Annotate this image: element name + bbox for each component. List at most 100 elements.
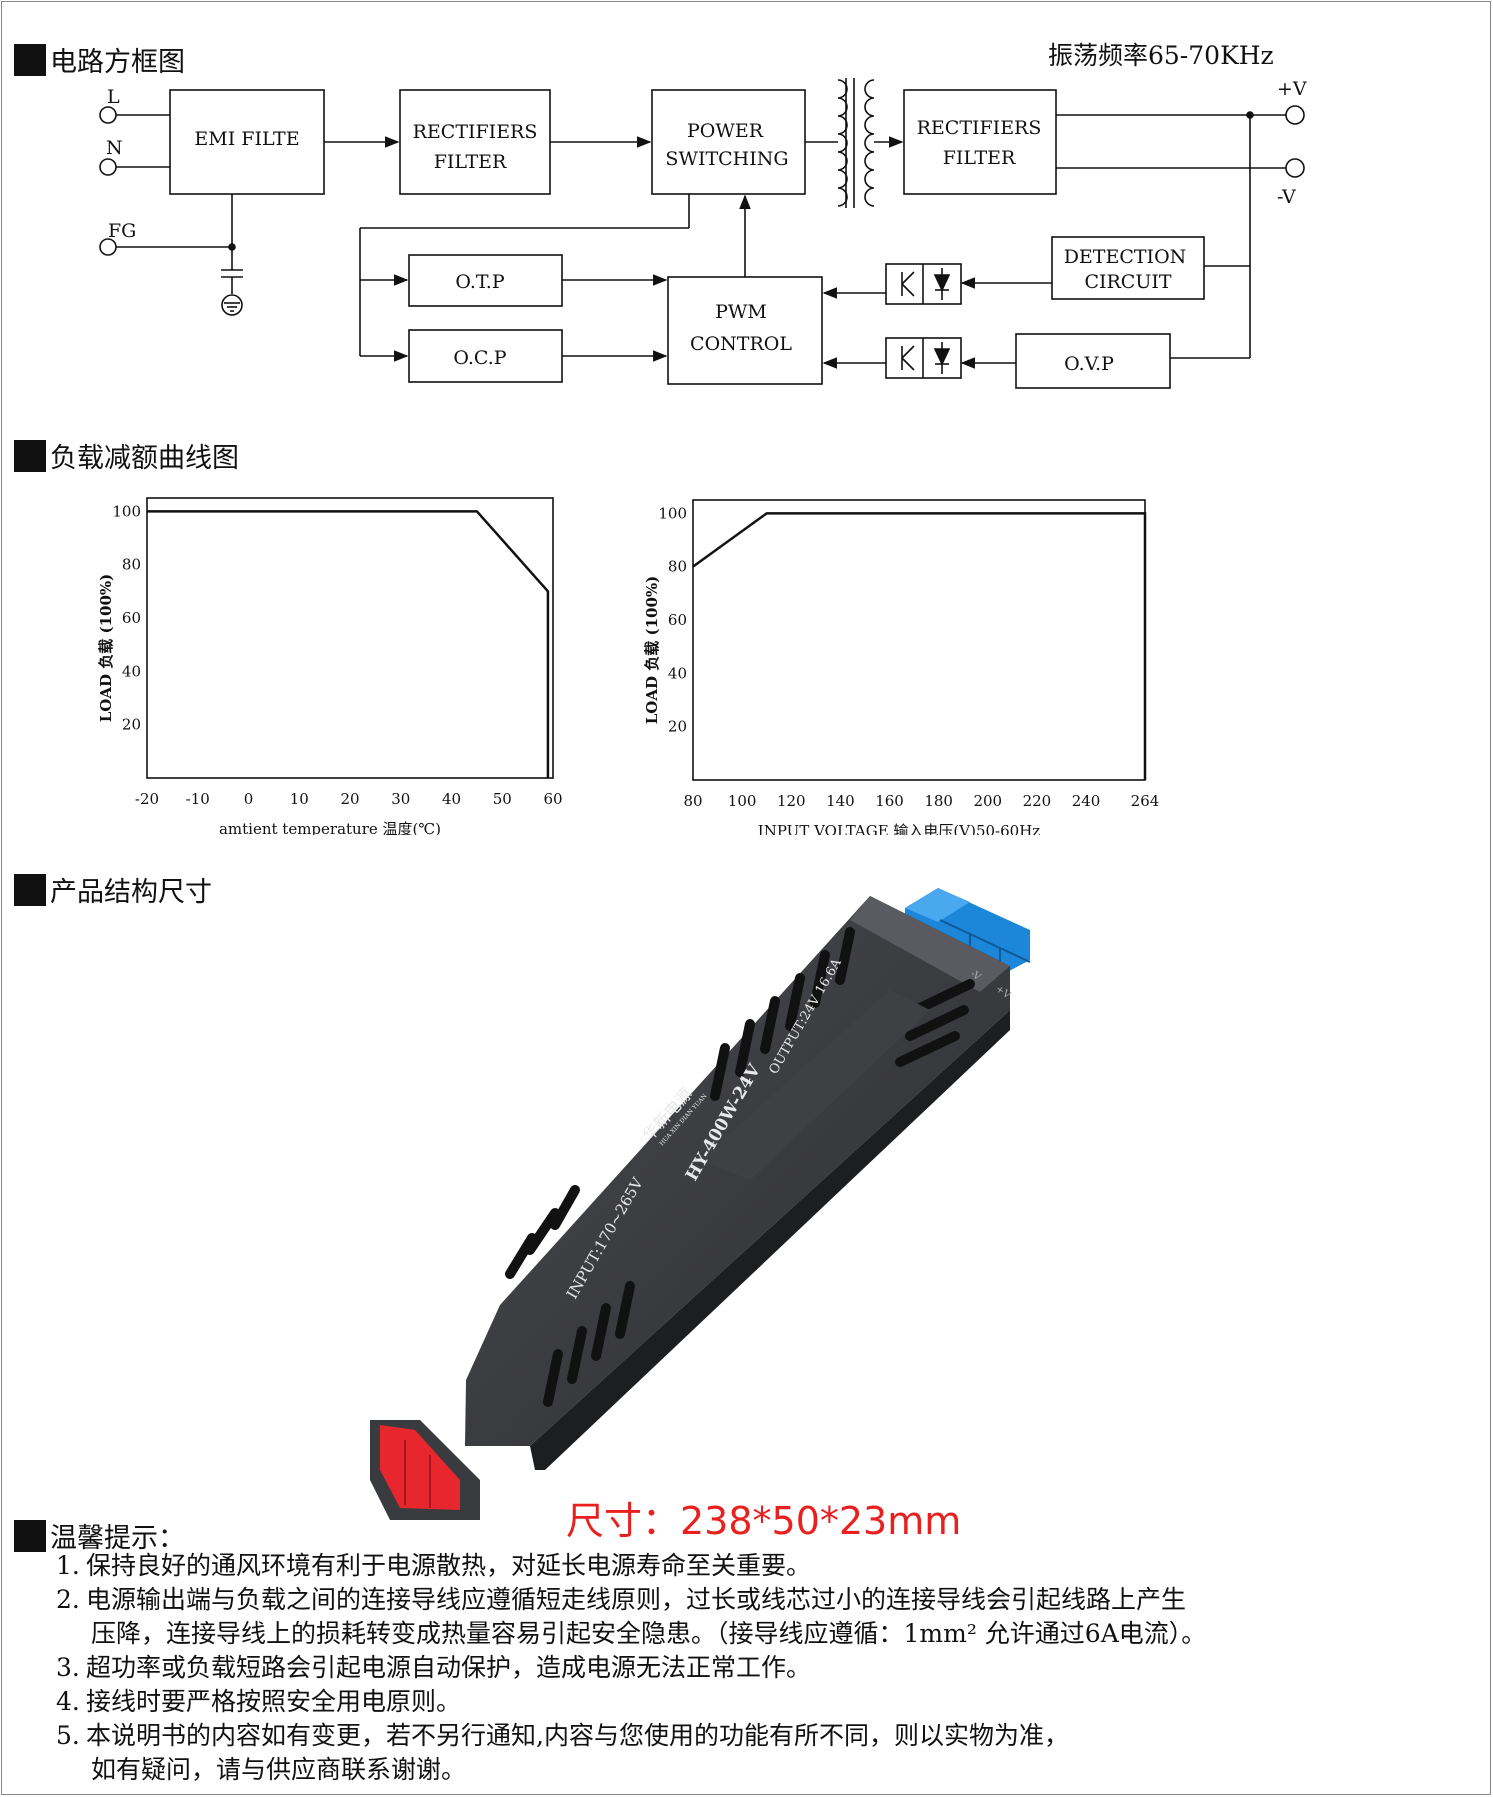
heading-square-icon — [14, 43, 46, 76]
x-tick-label: 100 — [728, 792, 757, 810]
heading-text: 负载减额曲线图 — [50, 443, 239, 474]
note-text-continued: 压降，连接导线上的损耗转变成热量容易引起安全隐患。（接导线应遵循：1mm² 允许… — [91, 1619, 1207, 1648]
pwm-label-2: CONTROL — [690, 333, 792, 355]
x-tick-label: 60 — [543, 790, 562, 808]
rect2-label-2: FILTER — [943, 147, 1016, 169]
optocoupler-icon-2 — [885, 337, 962, 379]
heading-square-icon — [14, 873, 46, 906]
ovp-label: O.V.P — [1064, 353, 1114, 375]
rectifiers-filter-box-1 — [399, 89, 551, 195]
rect1-label-1: RECTIFIERS — [413, 121, 538, 143]
note-item: 2.电源输出端与负载之间的连接导线应遵循短走线原则，过长或线芯过小的连接导线会引… — [56, 1583, 1456, 1617]
y-tick-label: 80 — [668, 558, 687, 576]
product-size: 尺寸：238*50*23mm — [566, 1499, 962, 1543]
x-tick-label: 220 — [1023, 792, 1052, 810]
pwm-control-box — [667, 276, 823, 385]
pwm-label-1: PWM — [715, 301, 767, 323]
rectifiers-filter-box-2 — [903, 89, 1057, 195]
section-heading-derating: 负载减额曲线图 — [14, 436, 239, 475]
power-switching-box — [651, 89, 806, 195]
rect2-label-1: RECTIFIERS — [917, 117, 1042, 139]
otp-label: O.T.P — [455, 271, 504, 293]
x-axis-label: INPUT VOLTAGE 输入电压(V)50-60Hz — [758, 822, 1040, 835]
section-heading-block-diagram: 电路方框图 — [14, 40, 185, 79]
y-tick-label: 60 — [668, 611, 687, 629]
x-tick-label: 120 — [777, 792, 806, 810]
y-tick-label: 100 — [112, 502, 141, 520]
x-axis-label: amtient temperature 温度(℃) — [219, 820, 441, 835]
label-n: N — [106, 137, 123, 159]
x-tick-label: 80 — [683, 792, 702, 810]
terminal-neg — [1285, 158, 1305, 178]
label-pos: +V — [1277, 78, 1307, 100]
x-tick-label: 10 — [290, 790, 309, 808]
x-tick-label: 40 — [442, 790, 461, 808]
rect1-label-2: FILTER — [434, 151, 507, 173]
ocp-label: O.C.P — [453, 347, 506, 369]
vent-slots — [505, 927, 975, 1407]
y-tick-label: 80 — [122, 556, 141, 574]
heading-text: 温馨提示： — [50, 1523, 185, 1554]
heading-text: 电路方框图 — [50, 47, 185, 78]
section-heading-notes: 温馨提示： — [14, 1516, 185, 1555]
x-tick-label: 20 — [340, 790, 359, 808]
note-item: 1.保持良好的通风环境有利于电源散热，对延长电源寿命至关重要。 — [56, 1549, 1456, 1583]
y-tick-label: 20 — [668, 718, 687, 736]
note-text: 接线时要严格按照安全用电原则。 — [86, 1687, 462, 1716]
label-neg: -V — [1277, 186, 1296, 208]
ocp-box — [408, 329, 563, 383]
note-number: 1. — [56, 1551, 80, 1580]
plot-frame — [692, 499, 1146, 781]
ground-icon — [221, 294, 243, 316]
note-item: 4.接线时要严格按照安全用电原则。 — [56, 1685, 1456, 1719]
y-tick-label: 100 — [658, 504, 687, 522]
x-tick-label: 140 — [826, 792, 855, 810]
emi-filter-box — [169, 89, 325, 195]
notes-list: 1.保持良好的通风环境有利于电源散热，对延长电源寿命至关重要。2.电源输出端与负… — [56, 1549, 1456, 1787]
x-tick-label: 0 — [244, 790, 254, 808]
plot-frame — [146, 497, 554, 779]
section-heading-structure: 产品结构尺寸 — [14, 870, 212, 909]
heading-text: 产品结构尺寸 — [50, 877, 212, 908]
note-text: 保持良好的通风环境有利于电源散热，对延长电源寿命至关重要。 — [86, 1551, 812, 1580]
note-number: 5. — [56, 1721, 80, 1750]
oscillation-frequency: 振荡频率65-70KHz — [1048, 41, 1274, 70]
x-tick-label: 200 — [973, 792, 1002, 810]
y-tick-label: 40 — [122, 662, 141, 680]
heading-square-icon — [14, 1519, 46, 1552]
note-text: 本说明书的内容如有变更，若不另行通知,内容与您使用的功能有所不同，则以实物为准， — [86, 1721, 1069, 1750]
x-tick-label: 240 — [1072, 792, 1101, 810]
power-label-2: SWITCHING — [665, 148, 788, 170]
heading-square-icon — [14, 439, 46, 472]
note-text-continued: 如有疑问，请与供应商联系谢谢。 — [91, 1755, 467, 1784]
otp-box — [408, 254, 563, 307]
note-item: 3.超功率或负载短路会引起电源自动保护，造成电源无法正常工作。 — [56, 1651, 1456, 1685]
block-diagram: L N FG EMI FILTE RECTIFIERS FILTER POWER… — [99, 78, 1307, 389]
series-line — [692, 512, 1147, 780]
x-tick-label: 160 — [875, 792, 904, 810]
label-l: L — [107, 86, 120, 108]
input-connector — [370, 1420, 480, 1520]
x-tick-label: -10 — [186, 790, 210, 808]
transformer-icon — [837, 78, 875, 208]
terminal-l — [99, 106, 117, 124]
power-label-1: POWER — [687, 120, 764, 142]
product-image: 华新电源 HUA XIN DIAN YUAN HY-400W-24V INPUT… — [370, 888, 1031, 1520]
y-axis-label: LOAD 负载 (100%) — [643, 576, 661, 724]
y-axis-label: LOAD 负载 (100%) — [97, 574, 115, 722]
x-tick-label: 264 — [1131, 792, 1160, 810]
terminal-pos — [1285, 105, 1305, 125]
y-tick-label: 20 — [122, 716, 141, 734]
note-number: 2. — [56, 1585, 80, 1614]
detection-label-1: DETECTION — [1064, 246, 1187, 268]
x-tick-label: 180 — [924, 792, 953, 810]
x-tick-label: 30 — [391, 790, 410, 808]
detection-label-2: CIRCUIT — [1084, 271, 1171, 293]
detection-circuit-box — [1051, 236, 1205, 300]
series-line — [147, 510, 550, 778]
note-text: 超功率或负载短路会引起电源自动保护，造成电源无法正常工作。 — [86, 1653, 812, 1682]
